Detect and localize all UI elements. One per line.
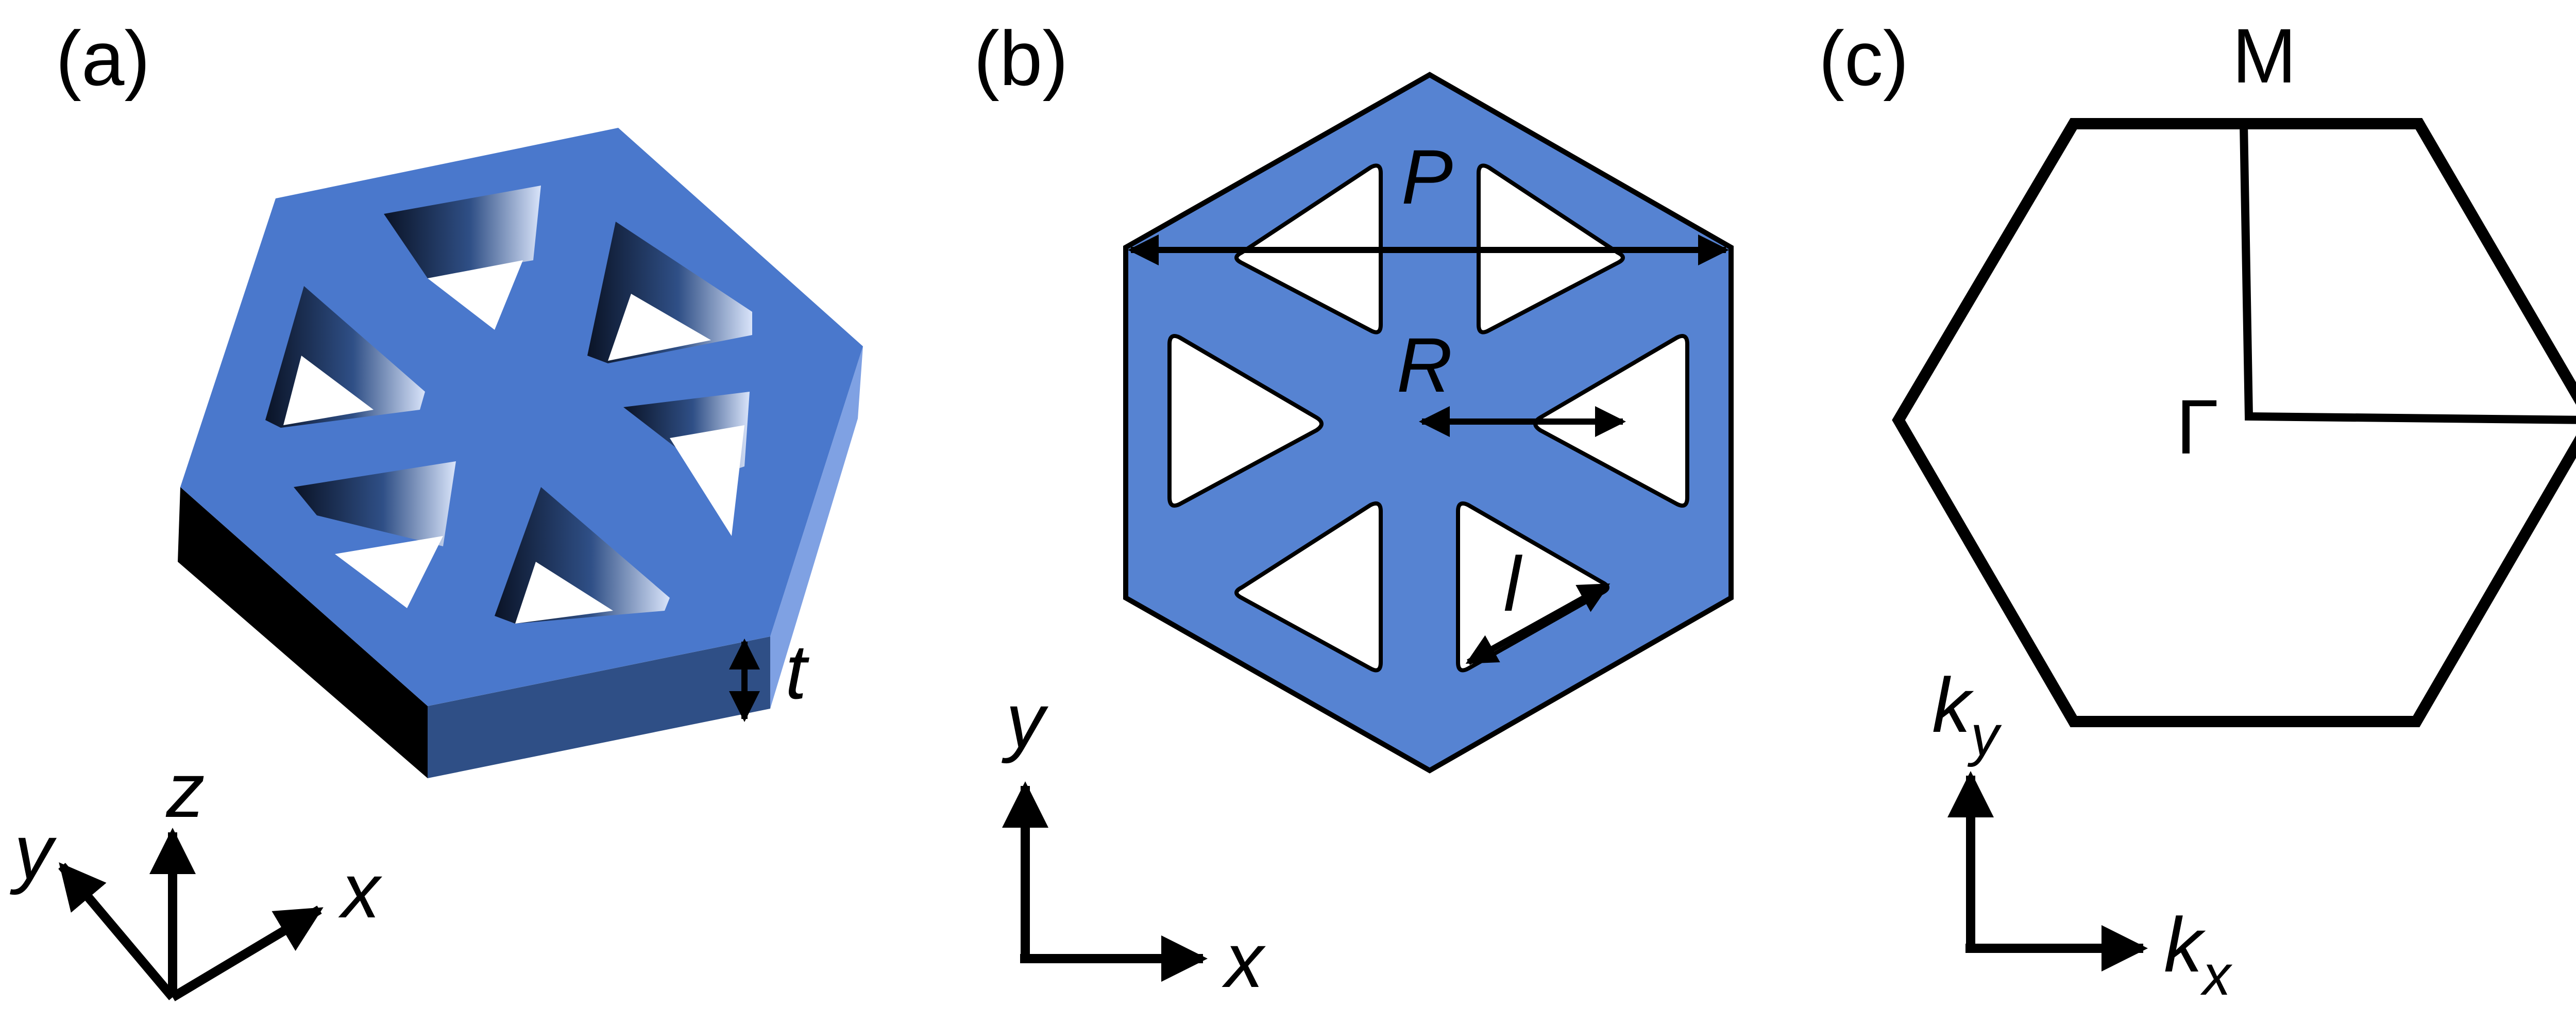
- panel-b: (b) P R l y x: [974, 15, 1734, 1003]
- axes-2d: y x: [1002, 677, 1266, 1003]
- panel-a-label: (a): [56, 15, 150, 102]
- gamma-point-label: Γ: [2176, 383, 2219, 470]
- y-axis-arrow: [58, 862, 176, 1000]
- slab-hole-opening: [283, 356, 374, 425]
- y-axis-label: y: [10, 809, 57, 895]
- slab-holes: [265, 186, 752, 624]
- slab-3d: [178, 128, 863, 778]
- radius-label: R: [1397, 322, 1452, 408]
- slab-side-dark: [178, 487, 428, 778]
- axes-3d: z y x: [10, 747, 383, 1001]
- y-axis-label: y: [1002, 677, 1049, 764]
- slab-hole: [294, 461, 456, 546]
- panel-b-label: (b): [974, 15, 1068, 102]
- slab-hole-opening: [670, 425, 744, 536]
- slab-hole: [384, 186, 541, 278]
- panel-c: (c) M K Γ ky kx: [1819, 12, 2576, 1007]
- thickness-label: t: [785, 628, 809, 715]
- panel-a: (a): [10, 15, 863, 1001]
- z-axis-label: z: [166, 747, 205, 833]
- length-label: l: [1503, 541, 1522, 627]
- slab-hole-opening: [515, 562, 613, 624]
- x-axis-label: x: [338, 847, 383, 934]
- triangular-hole: [1234, 501, 1383, 673]
- period-label: P: [1401, 133, 1453, 220]
- triangular-hole: [1167, 334, 1324, 508]
- x-axis-arrow: [170, 906, 324, 1001]
- irreducible-path: [2240, 123, 2576, 424]
- reciprocal-axes: ky kx: [1932, 662, 2233, 1007]
- panel-c-label: (c): [1819, 15, 1909, 102]
- slab-side-front: [428, 636, 770, 778]
- slab-side-light: [770, 346, 863, 709]
- slab-hole-opening: [335, 536, 443, 608]
- brillouin-zone: [1892, 118, 2576, 727]
- x-axis-label: x: [1222, 917, 1266, 1003]
- slab-hole-opening: [428, 260, 523, 330]
- slab-hole-opening: [608, 294, 711, 361]
- kx-axis-label: kx: [2164, 901, 2233, 1007]
- length-arrow: [1465, 582, 1611, 665]
- ky-axis-label: ky: [1932, 662, 2002, 767]
- m-point-label: M: [2232, 12, 2297, 99]
